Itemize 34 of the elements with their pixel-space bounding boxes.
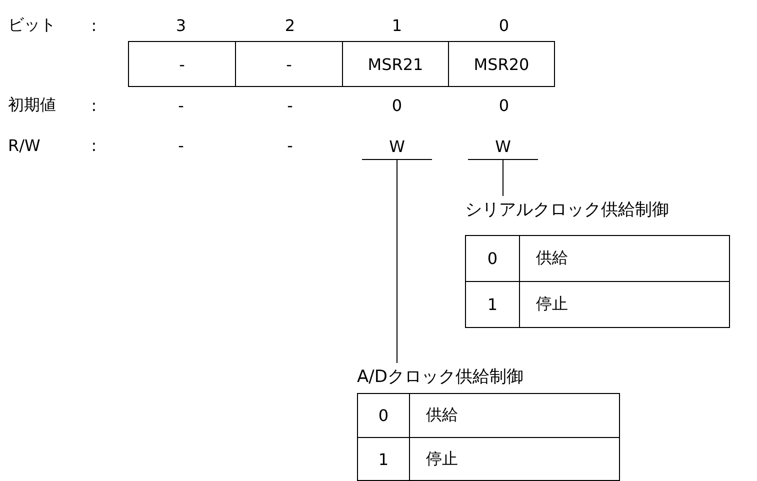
initial-value: -: [286, 94, 294, 116]
row-label: 初期値: [8, 94, 57, 116]
table-cell: 0: [465, 235, 520, 282]
table-cell: 供給: [409, 393, 620, 438]
bit-number: 1: [390, 14, 404, 36]
access-value: W: [362, 133, 432, 160]
description-heading: シリアルクロック供給制御: [465, 196, 757, 222]
table-cell: 停止: [519, 281, 730, 328]
table-cell: 1: [465, 281, 520, 328]
bit-number: 0: [498, 14, 510, 36]
separator: :: [90, 14, 98, 36]
access-value: -: [286, 134, 294, 156]
description-heading: A/Dクロック供給制御: [357, 363, 577, 389]
table-cell: 停止: [409, 437, 620, 481]
bit-number: 2: [284, 14, 296, 36]
register-cell: MSR21: [342, 41, 449, 87]
leader-line: [502, 160, 504, 196]
separator: :: [90, 94, 98, 116]
row-label: ビット: [8, 14, 57, 36]
initial-value: -: [177, 94, 185, 116]
access-value: W: [468, 133, 538, 160]
initial-value: 0: [498, 94, 510, 116]
initial-value: 0: [390, 94, 404, 116]
table-cell: 供給: [519, 235, 730, 282]
table-cell: 1: [357, 437, 410, 481]
bit-number: 3: [174, 14, 188, 36]
row-label: R/W: [8, 134, 42, 156]
leader-line: [396, 160, 398, 364]
separator: :: [90, 134, 98, 156]
register-cell: MSR20: [448, 41, 555, 87]
table-cell: 0: [357, 393, 410, 438]
register-cell: -: [235, 41, 343, 87]
register-cell: -: [128, 41, 236, 87]
access-value: -: [177, 134, 185, 156]
